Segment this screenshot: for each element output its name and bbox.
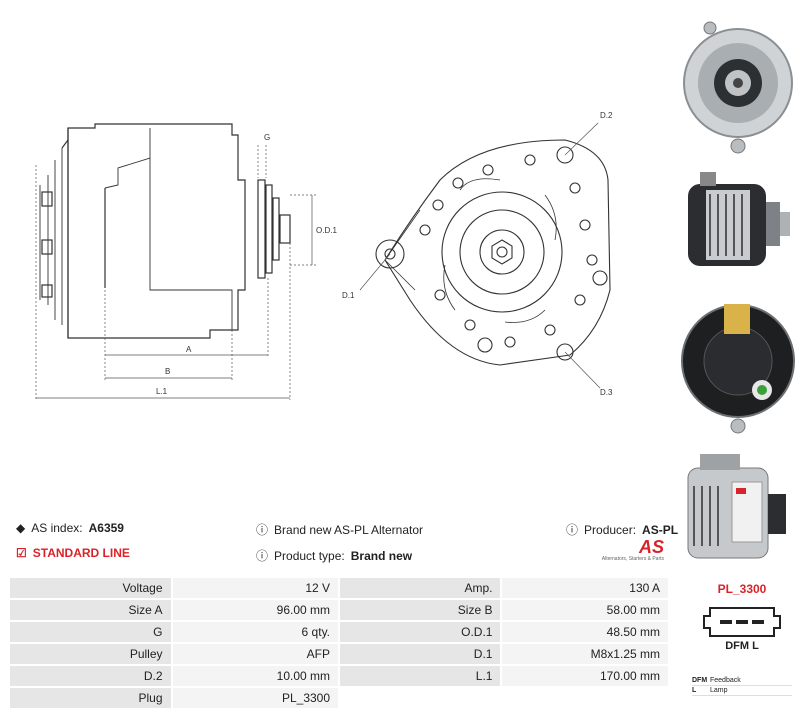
standard-line-text: STANDARD LINE [32, 546, 130, 560]
label-a: A [186, 345, 192, 354]
producer-label: Producer: [584, 522, 637, 537]
standard-line: ☑ STANDARD LINE [16, 546, 130, 560]
spec-value: AFP [172, 644, 339, 664]
product-type-label: Product type: [274, 548, 345, 563]
spec-label: G [10, 622, 171, 642]
legend-code: DFM [692, 677, 708, 684]
as-index: ◆ AS index: A6359 [16, 521, 124, 535]
producer-value: AS-PL [642, 522, 679, 537]
producer: ⓘ Producer: AS-PL [566, 521, 678, 538]
spec-value: 10.00 mm [172, 666, 339, 686]
spec-label: O.D.1 [340, 622, 501, 642]
spec-label: D.1 [340, 644, 501, 664]
spec-label: Amp. [340, 578, 501, 598]
spec-label: L.1 [340, 666, 501, 686]
front-leaders [359, 122, 601, 389]
legend-row: L Lamp [692, 686, 792, 696]
side-view [39, 123, 291, 339]
as-logo: AS Alternators, Starters & Parts [592, 538, 664, 562]
spec-value: PL_3300 [172, 688, 339, 708]
spec-value: M8x1.25 mm [502, 644, 668, 664]
plug-connector-icon [703, 607, 781, 637]
spec-value: 58.00 mm [502, 600, 668, 620]
product-photos [676, 0, 800, 580]
info-icon: ⓘ [566, 523, 579, 537]
spec-label: D.2 [10, 666, 171, 686]
technical-drawing: G O.D.1 A B L.1 D.1 D.2 D.3 [35, 111, 613, 400]
legend-desc: Lamp [710, 687, 728, 694]
alternator-rear-photo[interactable] [680, 286, 796, 436]
alternator-side-photo[interactable] [680, 162, 796, 280]
side-dimensions [35, 145, 318, 400]
description-text: Brand new AS-PL Alternator [274, 522, 423, 537]
product-type-value: Brand new [350, 548, 413, 563]
label-g: G [264, 133, 270, 142]
spec-value: 130 A [502, 578, 668, 598]
plug-pins: DFM L [725, 640, 759, 652]
spec-value: 170.00 mm [502, 666, 668, 686]
spec-label: Pulley [10, 644, 171, 664]
plug-title: PL_3300 [717, 582, 767, 596]
tag-icon: ◆ [16, 521, 26, 535]
spec-label [340, 688, 500, 708]
check-icon: ☑ [16, 546, 27, 560]
label-d1: D.1 [342, 291, 355, 300]
as-index-value: A6359 [88, 521, 124, 535]
info-icon: ⓘ [256, 549, 269, 563]
front-view [375, 139, 611, 366]
legend-desc: Feedback [710, 677, 741, 684]
description: ⓘ Brand new AS-PL Alternator [256, 521, 423, 538]
spec-value: 48.50 mm [502, 622, 668, 642]
label-l1: L.1 [156, 387, 168, 396]
as-index-label: AS index: [31, 521, 83, 535]
product-type: ⓘ Product type: Brand new [256, 547, 412, 564]
legend-code: L [692, 687, 697, 694]
label-b: B [165, 367, 170, 376]
label-d2: D.2 [600, 111, 613, 120]
spec-value: 12 V [172, 578, 339, 598]
label-od1: O.D.1 [316, 226, 337, 235]
label-d3: D.3 [600, 388, 613, 397]
spec-value: 6 qty. [172, 622, 339, 642]
spec-value [502, 688, 668, 708]
alternator-front-photo[interactable] [680, 8, 796, 158]
spec-label: Size A [10, 600, 171, 620]
spec-label: Plug [10, 688, 171, 708]
spec-label: Size B [340, 600, 501, 620]
spec-label: Voltage [10, 578, 171, 598]
logo-text: AS [638, 537, 664, 557]
spec-value: 96.00 mm [172, 600, 339, 620]
info-icon: ⓘ [256, 523, 269, 537]
logo-tagline: Alternators, Starters & Parts [601, 556, 664, 562]
alternator-label-photo[interactable] [680, 446, 796, 576]
